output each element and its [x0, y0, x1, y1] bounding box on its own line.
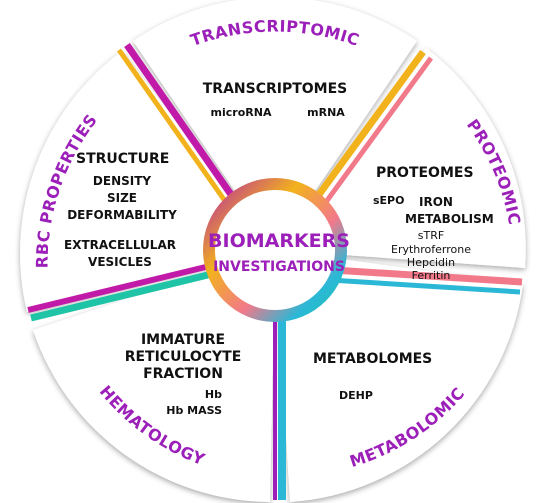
proteomic-item: sEPO [373, 194, 404, 207]
proteomic-item: sTRF [418, 229, 444, 242]
metabolomes-heading: METABOLOMES [313, 351, 432, 367]
transcriptomes-heading: TRANSCRIPTOMES [203, 81, 348, 97]
spoke-magenta-top [124, 43, 235, 198]
spoke-magenta-left [27, 261, 219, 313]
proteomic-item: Erythroferrone [391, 243, 471, 256]
hematology-heading-line: FRACTION [143, 366, 223, 382]
center-hub: BIOMARKERS INVESTIGATIONS [203, 178, 350, 322]
proteomic-item: Ferritin [412, 269, 451, 282]
proteomic-content: PROTEOMES sEPO IRON METABOLISM sTRF Eryt… [373, 165, 494, 282]
rbc-item: EXTRACELLULAR [64, 238, 176, 252]
spoke-gold-top [116, 48, 228, 203]
transcriptomic-item: mRNA [307, 106, 345, 119]
sector-transcriptomic [133, 0, 417, 250]
hematology-heading-line: RETICULOCYTE [125, 349, 242, 365]
sector-proteomic [275, 48, 526, 268]
hematology-heading-line: IMMATURE [141, 332, 225, 348]
proteomic-item: METABOLISM [405, 212, 494, 226]
metabolomic-item: DEHP [339, 389, 373, 402]
spokes [27, 43, 523, 500]
transcriptomic-content: TRANSCRIPTOMES microRNA mRNA [203, 81, 348, 119]
proteomic-item: IRON [419, 195, 453, 209]
spoke-cyan-low [329, 277, 521, 295]
transcriptomic-item: microRNA [211, 106, 272, 119]
spoke-teal-left [30, 268, 221, 322]
sector-hematology [33, 250, 275, 502]
spoke-gold-right [315, 49, 426, 199]
center-title-line2: INVESTIGATIONS [213, 259, 345, 275]
spoke-salmon-right [323, 56, 434, 204]
metabolomic-content: METABOLOMES DEHP [313, 351, 432, 402]
rbc-item: VESICLES [88, 255, 152, 269]
center-title-line1: BIOMARKERS [208, 230, 350, 252]
rbc-content: STRUCTURE DENSITY SIZE DEFORMABILITY EXT… [64, 151, 177, 269]
hematology-item: Hb [205, 388, 222, 401]
rbc-item: SIZE [107, 191, 137, 205]
proteomes-heading: PROTEOMES [376, 165, 474, 181]
spoke-salmon-low [332, 266, 523, 286]
proteomic-item: Hepcidin [407, 256, 455, 269]
sector-metabolomic [275, 250, 523, 502]
rbc-item: DEFORMABILITY [67, 208, 177, 222]
structure-heading: STRUCTURE [76, 151, 169, 167]
hematology-item: Hb MASS [166, 404, 222, 417]
hematology-content: IMMATURE RETICULOCYTE FRACTION Hb Hb MAS… [125, 332, 242, 417]
rbc-item: DENSITY [93, 174, 151, 188]
